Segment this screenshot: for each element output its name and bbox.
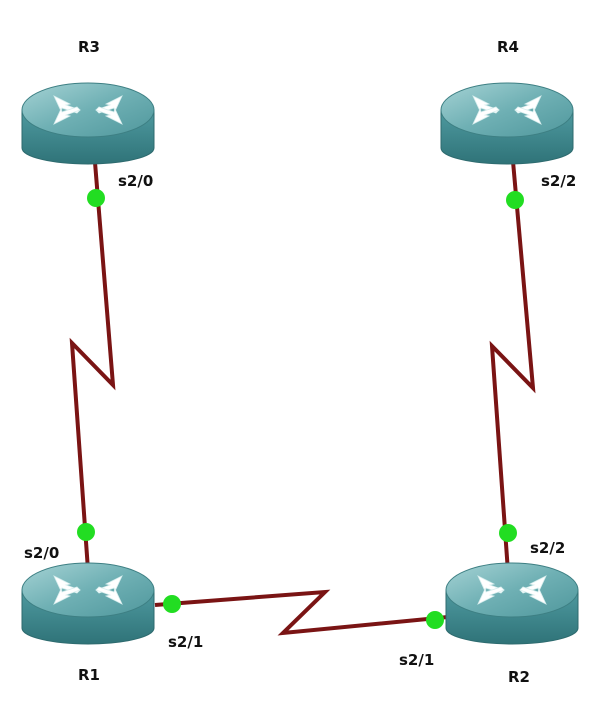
- port-dot-r1-s2-1[interactable]: [163, 595, 181, 613]
- router-label-r2: R2: [508, 668, 530, 686]
- serial-link-r4-r2[interactable]: [489, 149, 536, 573]
- iface-label-r4-s2-2: s2/2: [541, 172, 576, 190]
- iface-label-r3-s2-0: s2/0: [118, 172, 153, 190]
- router-label-r4: R4: [497, 38, 519, 56]
- router-r2[interactable]: [445, 562, 579, 645]
- port-dot-r2-s2-2[interactable]: [499, 524, 517, 542]
- router-icon: [440, 82, 574, 165]
- iface-label-r2-s2-2: s2/2: [530, 539, 565, 557]
- iface-label-r2-s2-1: s2/1: [399, 651, 434, 669]
- router-r1[interactable]: [21, 562, 155, 645]
- router-label-r1: R1: [78, 666, 100, 684]
- serial-link-r3-r1[interactable]: [69, 149, 116, 571]
- links-layer: [69, 149, 536, 636]
- port-dot-r3-s2-0[interactable]: [87, 189, 105, 207]
- serial-link-r1-r2[interactable]: [154, 589, 449, 636]
- router-icon: [445, 562, 579, 645]
- router-icon: [21, 82, 155, 165]
- router-label-r3: R3: [78, 38, 100, 56]
- router-r3[interactable]: [21, 82, 155, 165]
- iface-label-r1-s2-0: s2/0: [24, 544, 59, 562]
- port-dot-r1-s2-0[interactable]: [77, 523, 95, 541]
- router-icon: [21, 562, 155, 645]
- port-dot-r2-s2-1[interactable]: [426, 611, 444, 629]
- router-r4[interactable]: [440, 82, 574, 165]
- port-dot-r4-s2-2[interactable]: [506, 191, 524, 209]
- iface-label-r1-s2-1: s2/1: [168, 633, 203, 651]
